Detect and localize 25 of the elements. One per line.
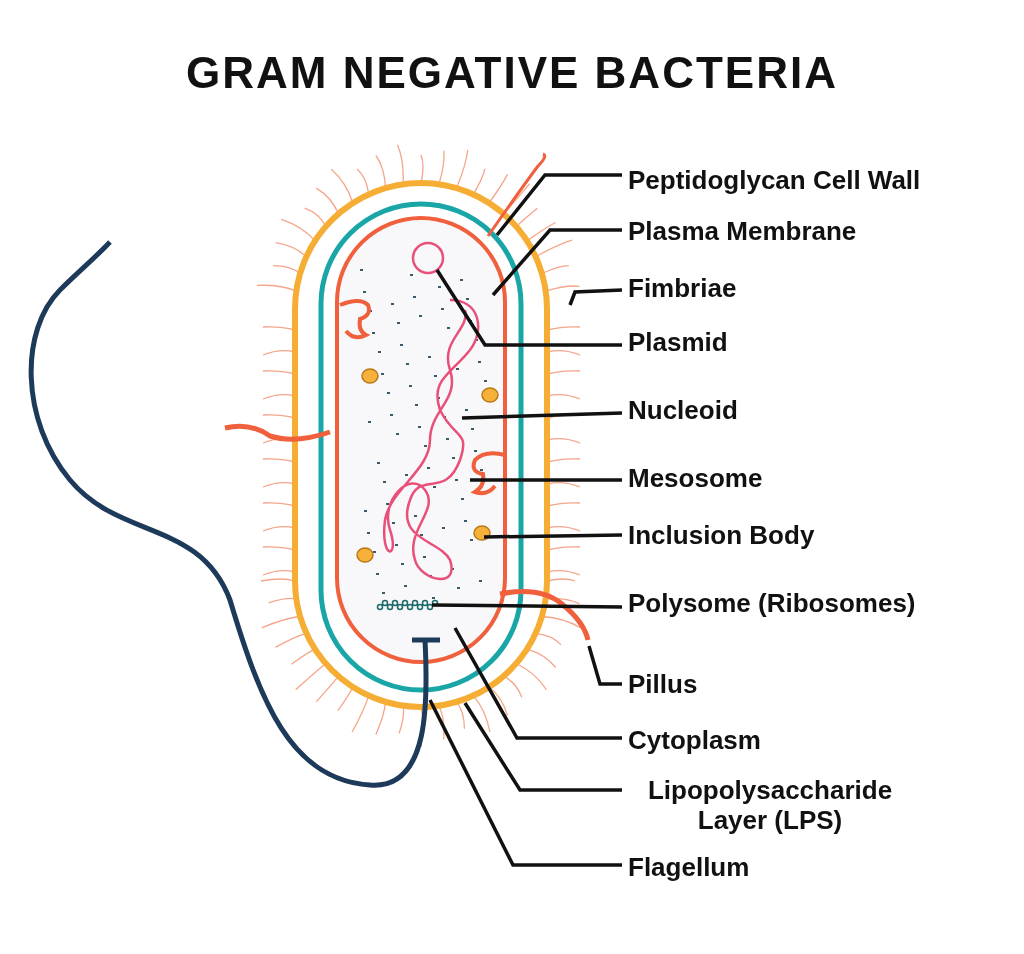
leader-line: [568, 288, 623, 306]
title: GRAM NEGATIVE BACTERIA: [185, 48, 839, 98]
leader-line: [491, 228, 622, 297]
leader-line: [483, 533, 623, 539]
leader-line: [461, 411, 623, 420]
part-label: Cytoplasm: [628, 725, 761, 755]
part-label: Polysome (Ribosomes): [628, 588, 916, 618]
part-label: Pillus: [628, 669, 698, 699]
part-label: Inclusion Body: [628, 520, 815, 550]
leader-line: [587, 645, 622, 686]
part-label: Plasma Membrane: [628, 216, 857, 246]
leader-line: [463, 702, 622, 792]
leader-line: [435, 269, 622, 347]
part-label: Lipopolysaccharide Layer (LPS): [620, 775, 920, 835]
part-label: Nucleoid: [628, 395, 738, 425]
leader-line: [470, 478, 622, 482]
leader-line: [432, 603, 622, 609]
part-label: Mesosome: [628, 463, 763, 493]
leader-line: [495, 173, 622, 237]
part-label: Fimbriae: [628, 273, 737, 303]
leader-line: [428, 699, 622, 867]
part-label: Peptidoglycan Cell Wall: [628, 165, 921, 195]
part-label: Flagellum: [628, 852, 750, 882]
part-label: Plasmid: [628, 327, 728, 357]
leader-line: [453, 627, 622, 740]
